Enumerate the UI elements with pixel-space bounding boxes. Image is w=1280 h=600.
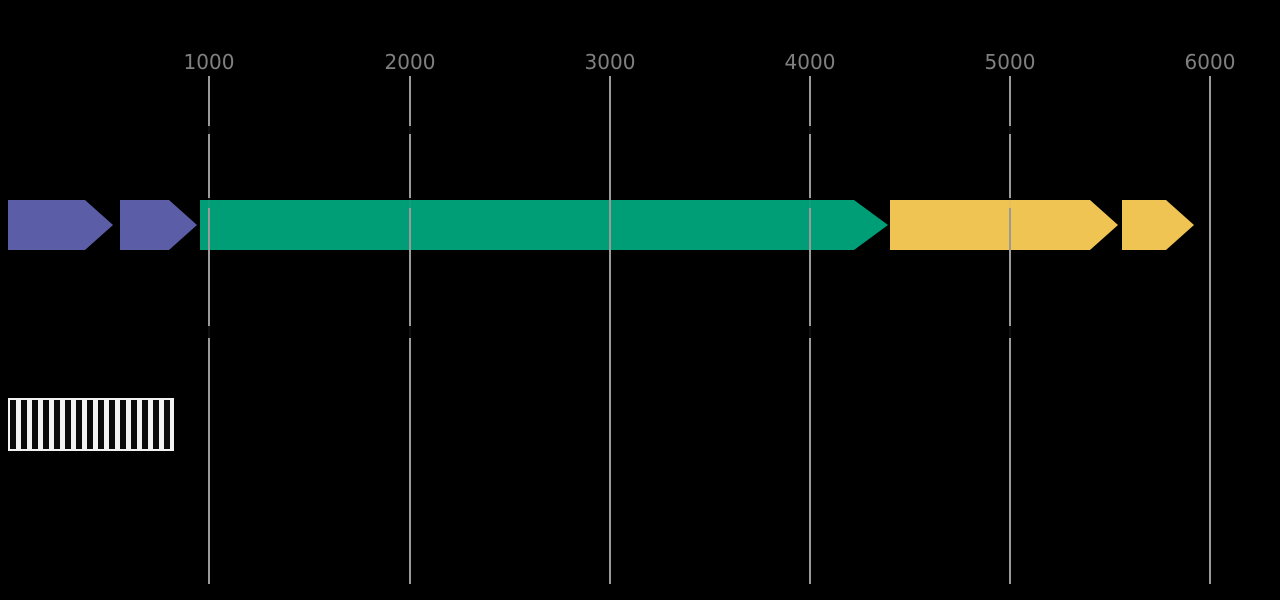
feature-arrow-1[interactable]: [8, 200, 113, 250]
axis-tick-label-1000: 1000: [183, 50, 235, 74]
axis-tick-label-3000: 3000: [584, 50, 636, 74]
axis-tick-label-4000: 4000: [784, 50, 836, 74]
feature-arrow-5[interactable]: [1122, 200, 1194, 250]
axis-tick-label-2000: 2000: [384, 50, 436, 74]
feature-arrow-4[interactable]: [890, 200, 1118, 250]
feature-arrow-3[interactable]: [200, 200, 888, 250]
axis-tick-label-5000: 5000: [984, 50, 1036, 74]
axis-tick-label-6000: 6000: [1184, 50, 1236, 74]
hatched-region-box[interactable]: [8, 398, 174, 451]
feature-arrow-2[interactable]: [120, 200, 197, 250]
